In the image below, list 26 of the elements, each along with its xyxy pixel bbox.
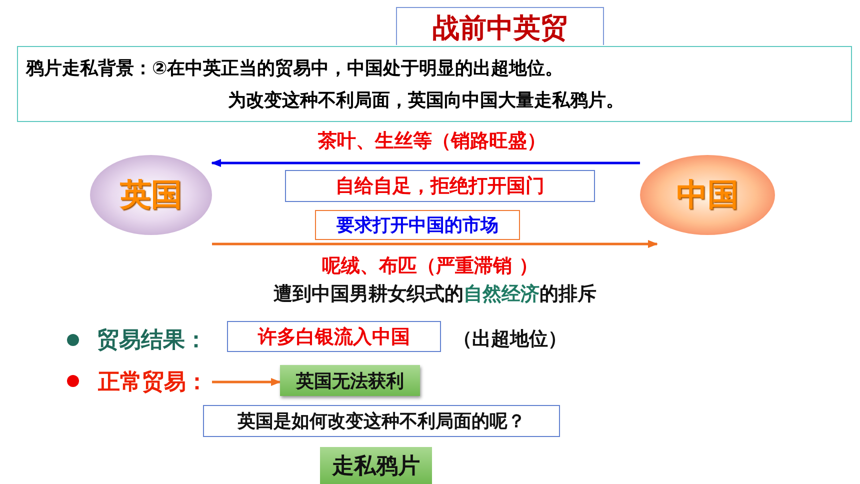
question-box [203, 405, 560, 437]
policy-box [285, 170, 595, 202]
background-text: 为改变这种不利局面，英国向中国大量走私鸦片。 [227, 89, 625, 112]
note-text: 遭到中国男耕女织式的自然经济的排斥 [274, 282, 596, 307]
policy-text: 自给自足，拒绝打开国门 [336, 174, 544, 199]
question-text: 英国是如何改变这种不利局面的呢？ [238, 410, 526, 433]
trade-text: 正常贸易： [98, 369, 208, 397]
title-box [396, 7, 604, 45]
note-text: （出超地位） [453, 327, 567, 352]
background-text: 鸦片走私背景：②在中英正当的贸易中，中国处于明显的出超地位。 [24, 57, 564, 80]
arrow [212, 240, 658, 248]
title: 战前中英贸 [432, 12, 568, 46]
country-name: 英国 [120, 176, 182, 215]
answer-box [320, 447, 432, 484]
arrow [211, 159, 640, 167]
country-name: 中国 [676, 176, 738, 215]
outcome-box [280, 365, 420, 396]
answer-text: 走私鸦片 [332, 452, 420, 480]
outcome-text: 英国无法获利 [296, 370, 404, 392]
result-box [227, 321, 441, 352]
demand-box [315, 210, 520, 240]
background-box [17, 46, 852, 122]
result-text: 许多白银流入中国 [258, 324, 410, 350]
demand-text: 要求打开中国的市场 [336, 214, 498, 237]
result-label: 贸易结果： [97, 327, 207, 355]
arrow [212, 378, 281, 386]
